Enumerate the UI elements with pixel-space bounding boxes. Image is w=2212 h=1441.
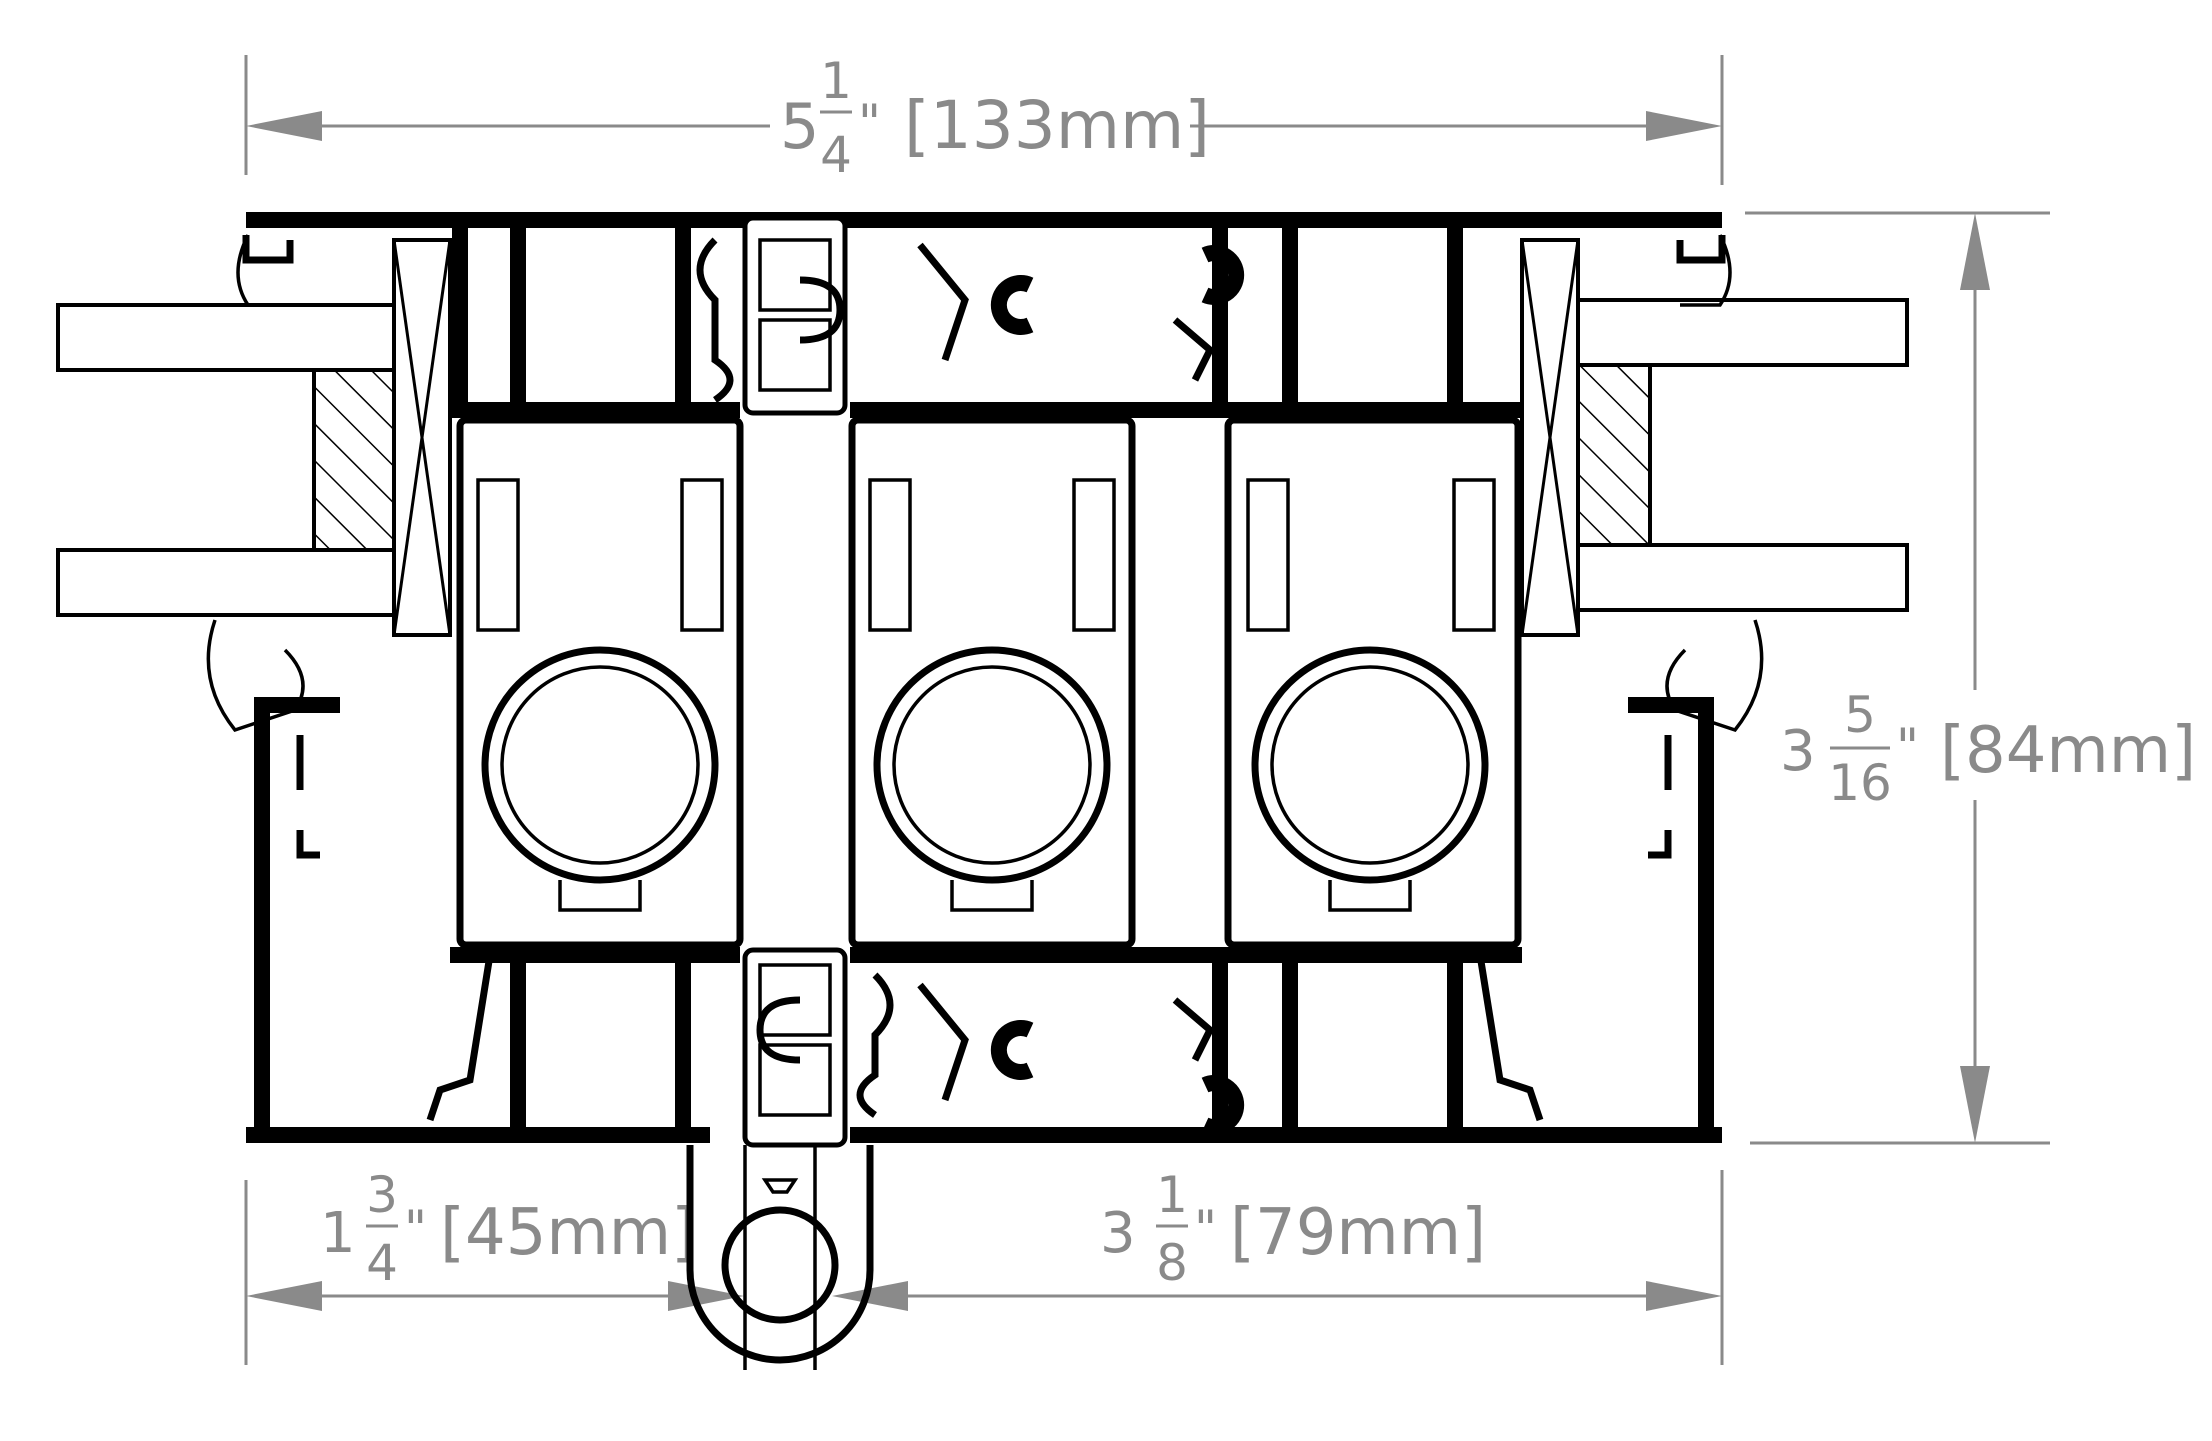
glazing-right — [1520, 238, 1909, 637]
svg-text:[133mm]: [133mm] — [904, 87, 1210, 164]
svg-text:5: 5 — [1844, 686, 1876, 744]
thermal-break-bottom — [742, 947, 894, 1148]
glass-pane — [56, 548, 400, 617]
overall-depth-dimension: 3 5 16 " [84mm] — [1745, 211, 2196, 1145]
svg-text:[45mm]: [45mm] — [440, 1196, 696, 1270]
svg-text:3: 3 — [1100, 1201, 1136, 1266]
glass-pane — [1563, 298, 1909, 367]
svg-text:": " — [404, 1200, 427, 1258]
wing-gaskets — [206, 234, 1764, 733]
pivot-knuckle — [686, 1145, 874, 1370]
glazing-left — [56, 238, 452, 637]
left-width-label: 1 3 4 " [45mm] — [320, 1166, 696, 1292]
screw-ports — [917, 242, 1245, 1135]
overall-depth-label: 3 5 16 " [84mm] — [1780, 686, 2196, 812]
svg-text:[84mm]: [84mm] — [1940, 714, 2196, 788]
spacer-block — [1568, 363, 1652, 547]
mullion-profile-1 — [456, 416, 744, 949]
mullion-profile-3 — [1224, 416, 1522, 949]
svg-text:": " — [1896, 718, 1919, 776]
spacer-block — [312, 368, 396, 552]
glass-pane — [1563, 543, 1909, 612]
svg-text:3: 3 — [366, 1166, 398, 1224]
right-width-label: 3 1 8 " [79mm] — [1100, 1166, 1486, 1292]
svg-text:3: 3 — [1780, 719, 1816, 784]
mullion-profile-2 — [848, 416, 1136, 949]
svg-text:1: 1 — [320, 1201, 356, 1266]
svg-text:5: 5 — [780, 90, 819, 163]
thermal-break-top — [696, 215, 848, 416]
svg-text:1: 1 — [1156, 1166, 1188, 1224]
svg-text:4: 4 — [366, 1234, 398, 1292]
overall-width-label: 5 1 4 " [133mm] — [780, 52, 1210, 184]
svg-text:8: 8 — [1156, 1234, 1188, 1292]
overall-width-dimension: 5 1 4 " [133mm] — [244, 52, 1724, 185]
outer-frame-profile — [242, 212, 1726, 1143]
svg-text:": " — [1194, 1200, 1217, 1258]
svg-text:1: 1 — [820, 52, 852, 110]
svg-text:": " — [858, 94, 881, 152]
svg-text:[79mm]: [79mm] — [1230, 1196, 1486, 1270]
glass-pane — [56, 303, 400, 372]
svg-text:16: 16 — [1828, 754, 1892, 812]
svg-text:4: 4 — [820, 126, 852, 184]
bottom-dimensions: 1 3 4 " [45mm] 3 1 8 " [79mm] — [244, 1166, 1724, 1365]
